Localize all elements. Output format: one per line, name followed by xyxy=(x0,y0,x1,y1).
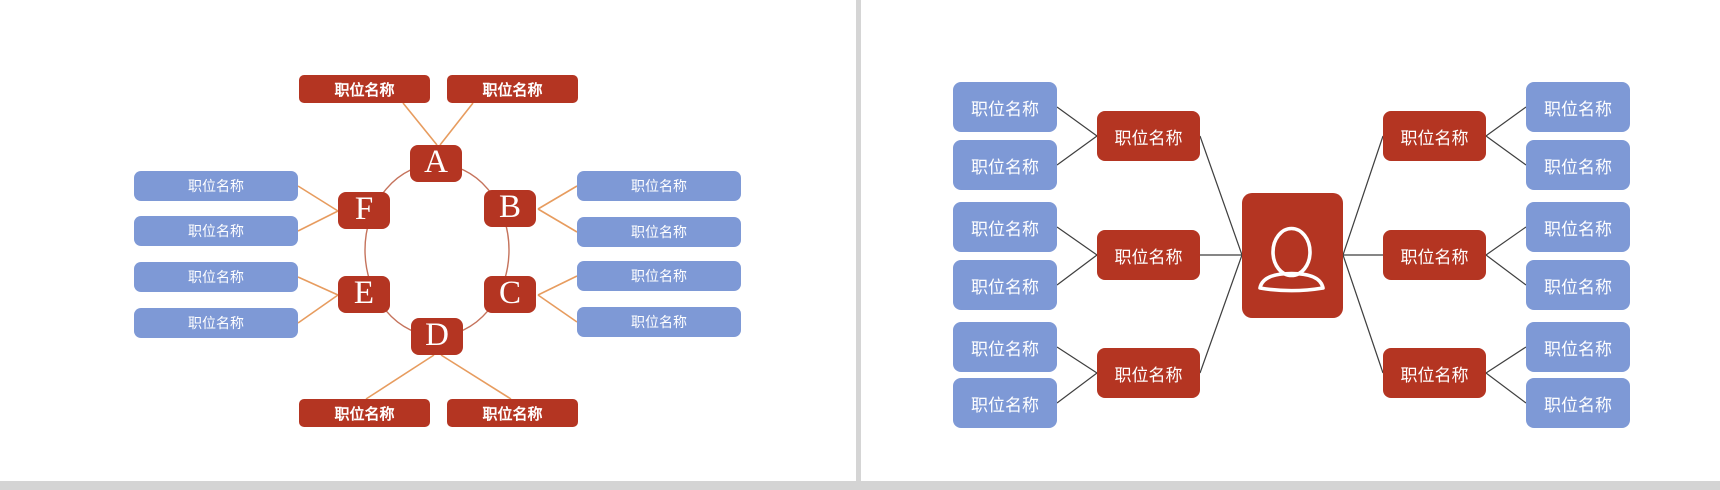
position-box: 职位名称 xyxy=(1526,260,1630,310)
position-box: 职位名称 xyxy=(134,216,298,246)
position-box: 职位名称 xyxy=(577,261,741,291)
position-box: 职位名称 xyxy=(953,140,1057,190)
position-box: 职位名称 xyxy=(953,322,1057,372)
position-box: 职位名称 xyxy=(1526,140,1630,190)
position-box: 职位名称 xyxy=(1383,111,1486,161)
position-box: 职位名称 xyxy=(134,262,298,292)
node-f: F xyxy=(338,191,390,229)
position-box: 职位名称 xyxy=(953,82,1057,132)
position-box: 职位名称 xyxy=(1097,348,1200,398)
position-box: 职位名称 xyxy=(577,307,741,337)
person-icon xyxy=(1258,226,1325,293)
node-d: D xyxy=(411,317,463,355)
position-box: 职位名称 xyxy=(134,171,298,201)
slide-2-horizontal-org-chart: 职位名称 职位名称 职位名称 职位名称 职位名称 职位名称 职位名称 职位名称 … xyxy=(861,0,1720,481)
position-box: 职位名称 xyxy=(1526,378,1630,428)
orange-connector-lines xyxy=(297,102,578,400)
position-box: 职位名称 xyxy=(1526,82,1630,132)
position-box: 职位名称 xyxy=(1097,230,1200,280)
slide-divider xyxy=(856,0,861,490)
position-box: 职位名称 xyxy=(1526,322,1630,372)
position-box: 职位名称 xyxy=(953,378,1057,428)
node-e: E xyxy=(338,275,390,313)
bottom-strip xyxy=(0,481,1720,490)
position-box: 职位名称 xyxy=(953,260,1057,310)
node-b: B xyxy=(484,189,536,227)
position-box: 职位名称 xyxy=(1526,202,1630,252)
node-a: A xyxy=(410,144,462,182)
leader-box xyxy=(1242,193,1343,318)
position-box: 职位名称 xyxy=(134,308,298,338)
position-box: 职位名称 xyxy=(953,202,1057,252)
position-box: 职位名称 xyxy=(447,75,578,103)
position-box: 职位名称 xyxy=(299,75,430,103)
node-c: C xyxy=(484,275,536,313)
position-box: 职位名称 xyxy=(299,399,430,427)
position-box: 职位名称 xyxy=(1383,230,1486,280)
position-box: 职位名称 xyxy=(447,399,578,427)
slide2-connectors xyxy=(1056,106,1527,404)
position-box: 职位名称 xyxy=(577,217,741,247)
position-box: 职位名称 xyxy=(1097,111,1200,161)
position-box: 职位名称 xyxy=(577,171,741,201)
gray-connector-lines xyxy=(1056,106,1527,404)
slide-1-circular-org-chart: 职位名称 职位名称 职位名称 职位名称 职位名称 职位名称 职位名称 职位名称 … xyxy=(0,0,856,481)
position-box: 职位名称 xyxy=(1383,348,1486,398)
